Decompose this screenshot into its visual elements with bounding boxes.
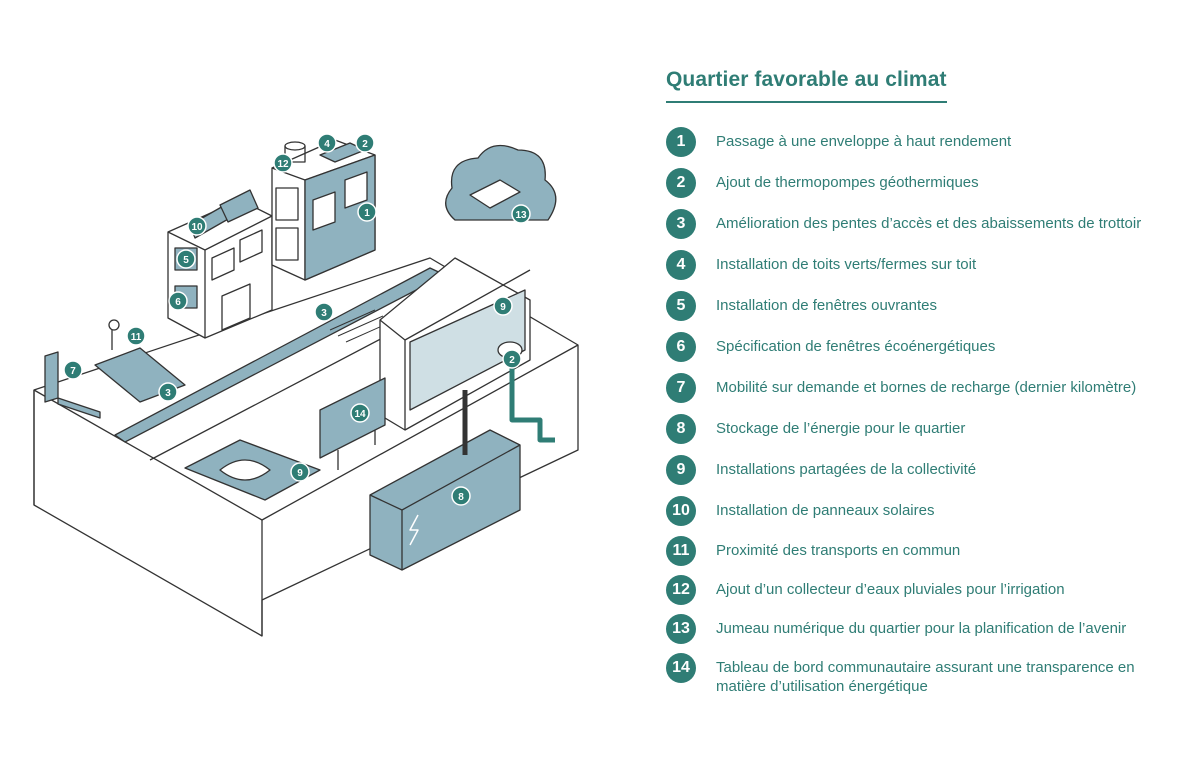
marker-13: 13: [511, 204, 531, 224]
marker-4: 4: [317, 133, 337, 153]
legend-item: 5 Installation de fenêtres ouvrantes: [666, 291, 1186, 321]
legend-item: 9 Installations partagées de la collectiv…: [666, 455, 1186, 485]
svg-text:6: 6: [175, 297, 181, 308]
item-number: 13: [666, 614, 696, 644]
marker-11: 11: [126, 326, 146, 346]
svg-text:9: 9: [297, 468, 303, 479]
item-number: 10: [666, 496, 696, 526]
item-label: Installation de toits verts/fermes sur t…: [716, 256, 977, 273]
marker-9-plaza: 9: [290, 462, 310, 482]
svg-text:8: 8: [458, 492, 464, 503]
legend-item: 7 Mobilité sur demande et bornes de recha…: [666, 373, 1186, 403]
legend-item: 14 Tableau de bord communautaire assurant…: [666, 653, 1184, 696]
marker-3-street: 3: [314, 302, 334, 322]
item-number: 3: [666, 209, 696, 239]
legend-item: 3 Amélioration des pentes d’accès et des …: [666, 209, 1186, 239]
item-label: Installation de fenêtres ouvrantes: [716, 297, 937, 314]
legend-item: 11 Proximité des transports en commun: [666, 536, 1186, 566]
item-label: Ajout de thermopompes géothermiques: [716, 174, 979, 191]
item-label: Passage à une enveloppe à haut rendement: [716, 133, 1012, 150]
item-label: Installations partagées de la collectivi…: [716, 461, 977, 478]
svg-text:9: 9: [500, 302, 506, 313]
svg-text:12: 12: [277, 159, 289, 170]
legend-item: 10 Installation de panneaux solaires: [666, 496, 1186, 526]
marker-1: 1: [357, 202, 377, 222]
svg-text:2: 2: [362, 139, 368, 150]
legend-item: 13 Jumeau numérique du quartier pour la p…: [666, 614, 1186, 644]
svg-text:1: 1: [364, 208, 370, 219]
item-number: 7: [666, 373, 696, 403]
item-number: 5: [666, 291, 696, 321]
svg-text:11: 11: [131, 332, 142, 343]
legend-title: Quartier favorable au climat: [666, 68, 947, 103]
item-number: 14: [666, 653, 696, 683]
item-number: 6: [666, 332, 696, 362]
legend-item: 12 Ajout d’un collecteur d’eaux pluviales…: [666, 575, 1186, 605]
item-number: 11: [666, 536, 696, 566]
item-label: Stockage de l’énergie pour le quartier: [716, 420, 966, 437]
svg-text:4: 4: [324, 139, 330, 150]
marker-6: 6: [168, 291, 188, 311]
item-label: Tableau de bord communautaire assurant u…: [716, 659, 1135, 695]
item-label: Spécification de fenêtres écoénergétique…: [716, 338, 996, 355]
legend-item: 2 Ajout de thermopompes géothermiques: [666, 168, 1186, 198]
svg-text:3: 3: [321, 308, 327, 319]
item-number: 2: [666, 168, 696, 198]
marker-7: 7: [63, 360, 83, 380]
marker-10: 10: [187, 216, 207, 236]
item-label: Amélioration des pentes d’accès et des a…: [716, 215, 1142, 232]
svg-text:5: 5: [183, 255, 189, 266]
svg-text:10: 10: [191, 222, 203, 233]
svg-text:14: 14: [354, 409, 366, 420]
item-label: Installation de panneaux solaires: [716, 502, 935, 519]
marker-9: 9: [493, 296, 513, 316]
item-label: Mobilité sur demande et bornes de rechar…: [716, 379, 1137, 396]
item-number: 4: [666, 250, 696, 280]
marker-8: 8: [451, 486, 471, 506]
item-number: 12: [666, 575, 696, 605]
marker-12: 12: [273, 153, 293, 173]
item-label: Proximité des transports en commun: [716, 542, 961, 559]
svg-text:3: 3: [165, 388, 171, 399]
legend-item: 6 Spécification de fenêtres écoénergétiqu…: [666, 332, 1186, 362]
legend-item: 1 Passage à une enveloppe à haut rendemen…: [666, 127, 1186, 157]
legend-item: 4 Installation de toits verts/fermes sur …: [666, 250, 1186, 280]
svg-text:13: 13: [515, 210, 527, 221]
svg-text:7: 7: [70, 366, 76, 377]
svg-text:2: 2: [509, 355, 515, 366]
neighbourhood-illustration: 1 2 3 4 5 6 7 8 9 10 11 12 13 14 3 9 2: [33, 133, 579, 637]
item-number: 1: [666, 127, 696, 157]
marker-2: 2: [355, 133, 375, 153]
legend: Quartier favorable au climat 1 Passage à …: [666, 68, 1196, 695]
item-number: 9: [666, 455, 696, 485]
item-number: 8: [666, 414, 696, 444]
marker-3: 3: [158, 382, 178, 402]
marker-5: 5: [176, 249, 196, 269]
marker-14: 14: [350, 403, 370, 423]
marker-2-pipe: 2: [502, 349, 522, 369]
item-label: Jumeau numérique du quartier pour la pla…: [716, 620, 1127, 637]
legend-item: 8 Stockage de l’énergie pour le quartier: [666, 414, 1186, 444]
item-label: Ajout d’un collecteur d’eaux pluviales p…: [716, 581, 1065, 598]
